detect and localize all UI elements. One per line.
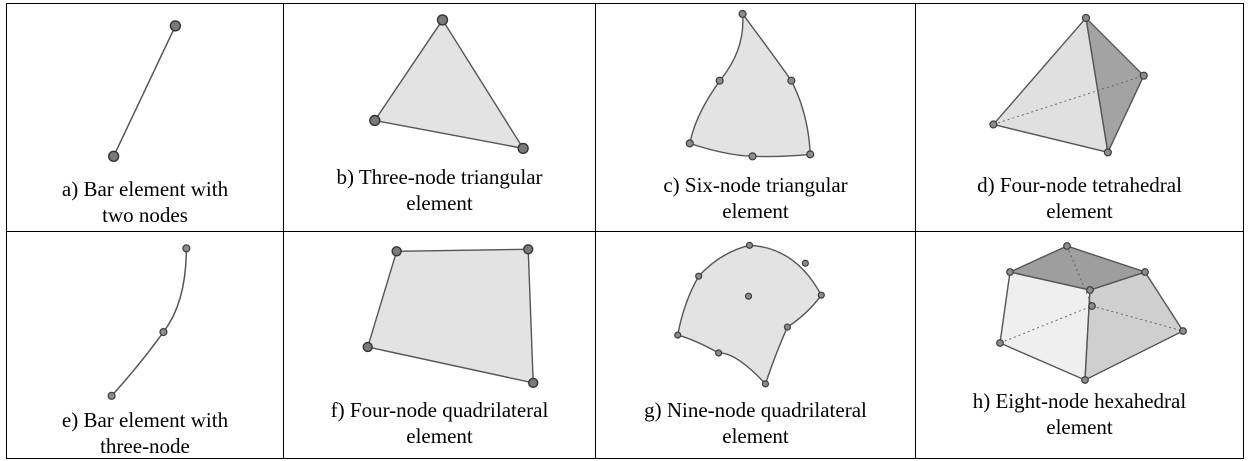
node: [801, 259, 809, 267]
node: [1139, 71, 1148, 80]
quad-face: [366, 248, 534, 384]
node: [806, 150, 815, 159]
node: [748, 152, 757, 161]
node: [744, 292, 753, 300]
tetra-side-face: [1084, 15, 1145, 155]
caption-d: d) Four-node tetrahedral element: [977, 173, 1182, 223]
cell-bar-two-node: a) Bar element with two nodes: [7, 4, 284, 232]
bar-two-node-diagram: [107, 20, 182, 163]
caption-b: b) Three-node triangular element: [336, 165, 543, 215]
node: [1081, 13, 1091, 23]
node: [169, 20, 182, 32]
node: [436, 14, 449, 26]
hidden-edge: [999, 305, 1093, 344]
node: [1088, 302, 1096, 310]
node: [391, 246, 402, 257]
nine-node-quad-diagram: [674, 241, 825, 388]
node: [989, 120, 998, 129]
node: [159, 327, 168, 337]
node: [517, 142, 529, 155]
tetrahedron-diagram: [989, 13, 1148, 157]
element-types-table: a) Bar element with two nodes b) Three-n…: [6, 3, 1244, 459]
caption-h: h) Eight-node hexahedral element: [972, 389, 1187, 439]
node: [523, 244, 534, 255]
node: [1063, 242, 1071, 250]
node: [1179, 327, 1187, 335]
cell-bar-three-node: e) Bar element with three-node: [7, 232, 284, 458]
cell-eight-node-hexahedron: h) Eight-node hexahedral element: [916, 232, 1243, 458]
six-node-triangle-diagram: [685, 9, 815, 161]
cell-six-node-triangle: c) Six-node triangular element: [596, 4, 916, 232]
three-node-triangle-diagram: [369, 14, 529, 155]
node: [1103, 148, 1112, 157]
node: [674, 331, 682, 339]
node: [695, 272, 703, 280]
node: [738, 9, 747, 19]
bar-three-node-diagram: [107, 244, 191, 400]
node: [1081, 376, 1089, 384]
caption-a: a) Bar element with two nodes: [61, 177, 229, 227]
node: [715, 76, 724, 85]
triangle-face: [373, 18, 525, 150]
curved-bar: [111, 248, 188, 397]
four-node-quad-diagram: [362, 244, 539, 389]
node: [783, 323, 791, 331]
node: [1141, 268, 1149, 276]
cell-four-node-tetrahedron: d) Four-node tetrahedral element: [916, 4, 1243, 232]
hidden-edge: [1066, 245, 1093, 307]
caption-e: e) Bar element with three-node: [61, 408, 229, 458]
node: [761, 380, 770, 388]
node: [715, 349, 723, 357]
bar-line: [112, 25, 177, 157]
hexahedron-diagram: [996, 242, 1187, 384]
cell-three-node-triangle: b) Three-node triangular element: [284, 4, 596, 232]
caption-g: g) Nine-node quadrilateral element: [644, 398, 867, 448]
hex-side-face: [1084, 271, 1185, 382]
hex-front-face: [999, 271, 1091, 382]
curved-quad-face: [676, 244, 823, 386]
node: [996, 339, 1004, 347]
node: [1086, 286, 1094, 294]
node: [817, 291, 825, 299]
caption-c: c) Six-node triangular element: [663, 173, 848, 223]
node: [107, 150, 120, 163]
node: [182, 244, 191, 253]
hidden-edge: [1091, 305, 1184, 332]
hidden-edge: [993, 75, 1144, 125]
cell-four-node-quad: f) Four-node quadrilateral element: [284, 232, 596, 458]
node: [1006, 268, 1014, 276]
cell-nine-node-quad: g) Nine-node quadrilateral element: [596, 232, 916, 458]
curved-triangle-face: [688, 11, 811, 158]
node: [528, 377, 539, 389]
node: [369, 114, 381, 127]
node: [745, 241, 754, 249]
node: [362, 341, 373, 353]
node: [787, 76, 796, 85]
node: [685, 139, 694, 148]
node: [107, 391, 116, 400]
caption-f: f) Four-node quadrilateral element: [330, 398, 549, 448]
